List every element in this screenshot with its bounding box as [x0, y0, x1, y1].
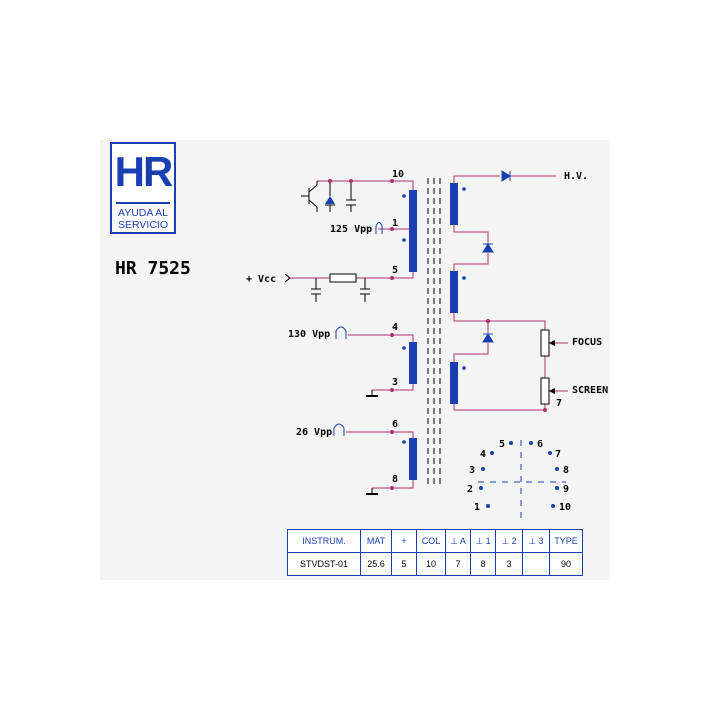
secondary-wires	[453, 175, 568, 411]
pinout-label-10: 10	[559, 502, 571, 513]
pinout-crosshair	[478, 440, 566, 522]
dots-4-3	[390, 333, 394, 392]
winding-6-8	[402, 438, 417, 480]
wires-6-8	[346, 431, 414, 489]
pinout-label-7: 7	[555, 449, 561, 460]
heater-winding-4-3	[402, 342, 417, 384]
col-ground-1: ⊥ 1	[470, 529, 496, 553]
val-col: 10	[416, 552, 446, 576]
pinout-label-8: 8	[563, 465, 569, 476]
signal-screen: SCREEN	[572, 385, 608, 396]
pin-1-label: 1	[392, 218, 398, 229]
focus-screen-arrows	[549, 340, 555, 394]
primary-winding	[402, 190, 417, 272]
pinout-label-9: 9	[563, 484, 569, 495]
pulse-symbol-130	[335, 326, 347, 339]
transistor-driver	[301, 181, 356, 212]
col-instrum: INSTRUM.	[287, 529, 361, 553]
col-type: TYPE	[549, 529, 583, 553]
pin-5-label: 5	[392, 265, 398, 276]
pinout-label-3: 3	[469, 465, 475, 476]
val-mat: 25.6	[360, 552, 392, 576]
damper-diode	[325, 196, 335, 204]
pin-10-label: 10	[392, 169, 404, 180]
hr-logo: HR AYUDA AL SERVICIO	[110, 142, 176, 234]
pinout-label-1: 1	[474, 502, 480, 513]
pinout-label-4: 4	[480, 449, 486, 460]
junction-dots-top	[328, 179, 394, 280]
paper-background	[100, 140, 610, 580]
signal-hv: H.V.	[564, 171, 588, 182]
logo-line-1: AYUDA AL	[118, 207, 168, 219]
hv-diodes	[482, 170, 511, 343]
val-type: 90	[549, 552, 583, 576]
logo-divider	[116, 202, 170, 204]
logo-line-2: SERVICIO	[118, 219, 168, 231]
dots-6-8	[390, 430, 394, 490]
signal-130vpp: 130 Vpp	[288, 329, 330, 340]
col-col: COL	[416, 529, 446, 553]
val-instrum: STVDST-01	[287, 552, 361, 576]
pin-8-label: 8	[392, 474, 398, 485]
signal-125vpp: 125 Vpp	[330, 224, 372, 235]
spec-header-row: INSTRUM. MAT + COL ⊥ A ⊥ 1 ⊥ 2 ⊥ 3 TYPE	[287, 529, 583, 553]
pinout-label-6: 6	[537, 439, 543, 450]
col-ground-a: ⊥ A	[445, 529, 471, 553]
signal-vcc: + Vcc	[246, 274, 276, 285]
val-ground-2: 3	[495, 552, 523, 576]
pin-3-label: 3	[392, 377, 398, 388]
pin-7-label: 7	[556, 398, 562, 409]
pinout-dots	[479, 441, 559, 508]
val-ground-a: 7	[445, 552, 471, 576]
model-title: HR 7525	[115, 258, 191, 279]
col-ground-3: ⊥ 3	[522, 529, 550, 553]
pinout-label-2: 2	[467, 484, 473, 495]
signal-focus: FOCUS	[572, 337, 602, 348]
col-ground-2: ⊥ 2	[495, 529, 523, 553]
spec-table: INSTRUM. MAT + COL ⊥ A ⊥ 1 ⊥ 2 ⊥ 3 TYPE …	[287, 529, 583, 576]
secondary-windings	[450, 183, 466, 404]
pulse-symbol-26	[333, 423, 345, 436]
pin-6-label: 6	[392, 419, 398, 430]
signal-26vpp: 26 Vpp	[296, 427, 332, 438]
pinout-label-5: 5	[499, 439, 505, 450]
val-ground-1: 8	[470, 552, 496, 576]
wires-4-3	[348, 334, 414, 391]
transformer-core	[427, 178, 441, 488]
spec-value-row: STVDST-01 25.6 5 10 7 8 3 90	[287, 552, 583, 576]
val-ground-3	[522, 552, 550, 576]
pulse-symbol-125	[375, 222, 383, 234]
val-plus: 5	[391, 552, 417, 576]
col-mat: MAT	[360, 529, 392, 553]
pin-4-label: 4	[392, 322, 398, 333]
vcc-filter	[284, 273, 370, 302]
secondary-dots	[486, 319, 547, 412]
logo-mark: HR	[114, 148, 174, 195]
col-plus: +	[391, 529, 417, 553]
